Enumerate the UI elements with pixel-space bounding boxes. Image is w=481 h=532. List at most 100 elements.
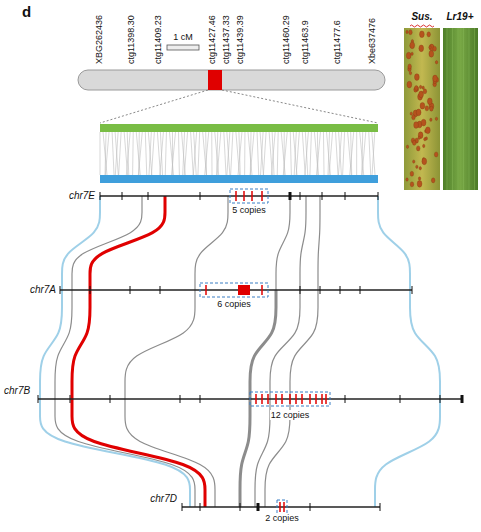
synteny-curve (62, 196, 100, 290)
collinear-link (339, 132, 342, 175)
rust-pustule (433, 75, 438, 82)
zoom-line (100, 90, 208, 123)
collinear-link (119, 132, 121, 175)
rust-pustule (412, 140, 416, 145)
collinearity-band (100, 124, 378, 183)
rust-pustule (410, 112, 412, 115)
collinear-link (260, 132, 263, 175)
gene-tick (360, 286, 361, 294)
rust-pustule (416, 109, 421, 116)
copy-tick (315, 394, 317, 404)
gene-tick (160, 286, 161, 294)
rust-pustule (409, 30, 413, 35)
collinear-link (184, 132, 187, 175)
chromosome-name: chr7B (3, 385, 31, 397)
gene-tick (289, 192, 292, 200)
rust-pustule (421, 119, 426, 126)
rust-pustule (418, 132, 423, 139)
gene-tick (182, 503, 183, 511)
gene-tick (200, 503, 201, 511)
rust-pustule (429, 46, 431, 49)
rust-pustule (424, 137, 426, 140)
synteny-curve (40, 399, 190, 507)
gene-tick (257, 503, 260, 511)
marker-name: ctg11460.29 (281, 15, 291, 64)
collinear-link (314, 132, 318, 175)
chromosome (182, 500, 380, 514)
collinear-link (160, 132, 164, 175)
collinear-link (148, 132, 152, 175)
copy-tick (261, 285, 263, 295)
rust-pustule (409, 71, 411, 74)
rust-pustule (414, 74, 419, 81)
zoom-line (222, 90, 378, 123)
chromosome-line (100, 195, 378, 197)
collinear-link (169, 132, 173, 175)
rust-pustule (435, 117, 437, 120)
copy-tick (301, 394, 303, 404)
gene-tick (60, 286, 61, 294)
marker-name: Xbe637476 (367, 18, 377, 64)
copy-tick (321, 394, 323, 404)
collinear-link (290, 132, 291, 175)
rust-pustule (429, 50, 434, 57)
collinear-link (138, 132, 142, 175)
collinear-link (305, 132, 308, 175)
synteny-curve (240, 399, 250, 507)
rust-pustule (427, 32, 431, 37)
collinear-link (238, 132, 242, 175)
collinear-link (193, 132, 196, 175)
rust-pustule (408, 64, 412, 69)
collinear-link (296, 132, 299, 175)
leaf-vein (447, 28, 448, 190)
collinear-link (215, 132, 219, 175)
collinear-link (348, 132, 352, 175)
rust-pustule (419, 31, 424, 38)
rust-pustule (417, 180, 422, 187)
copy-box (230, 189, 268, 203)
collinear-link (310, 132, 311, 175)
collinear-link (160, 132, 162, 175)
copy-tick (281, 394, 283, 404)
collinear-link (369, 132, 371, 175)
collinear-link (157, 132, 160, 175)
chromosome (60, 283, 412, 297)
collinear-link (329, 132, 332, 175)
rust-pustule (406, 145, 408, 148)
collinear-link (112, 132, 114, 175)
collinear-link (183, 132, 185, 175)
blue-track (100, 175, 378, 183)
copy-tick (275, 394, 277, 404)
collinear-link (126, 132, 130, 175)
collinear-link (343, 132, 345, 175)
synteny-curve (125, 399, 215, 507)
collinear-link (178, 132, 180, 175)
copy-box (277, 500, 287, 514)
gene-tick (340, 286, 341, 294)
rust-pustule (416, 165, 418, 168)
gene-tick (148, 192, 149, 200)
copy-tick (283, 502, 285, 512)
gene-tick (130, 286, 131, 294)
rust-pustule (418, 177, 420, 180)
collinear-link (132, 132, 134, 175)
rust-pustule (410, 182, 414, 187)
collinear-link (250, 132, 254, 175)
rust-pustule (419, 91, 424, 98)
copy-tick (325, 394, 327, 404)
copy-tick (295, 394, 297, 404)
rust-pustule (406, 30, 408, 33)
collinear-link (227, 132, 230, 175)
collinear-link (145, 132, 146, 175)
gene-tick (200, 192, 201, 200)
gene-tick (122, 192, 123, 200)
chromosome-line (182, 506, 380, 508)
collinear-link (281, 132, 285, 175)
collinear-link (151, 132, 154, 175)
synteny-curve (125, 290, 195, 399)
phenotype-label: Sus. (411, 11, 432, 23)
chromosome-bar (78, 70, 385, 90)
rust-pustule (420, 102, 425, 109)
synteny-curve (40, 290, 62, 399)
rust-pustule (418, 136, 420, 139)
